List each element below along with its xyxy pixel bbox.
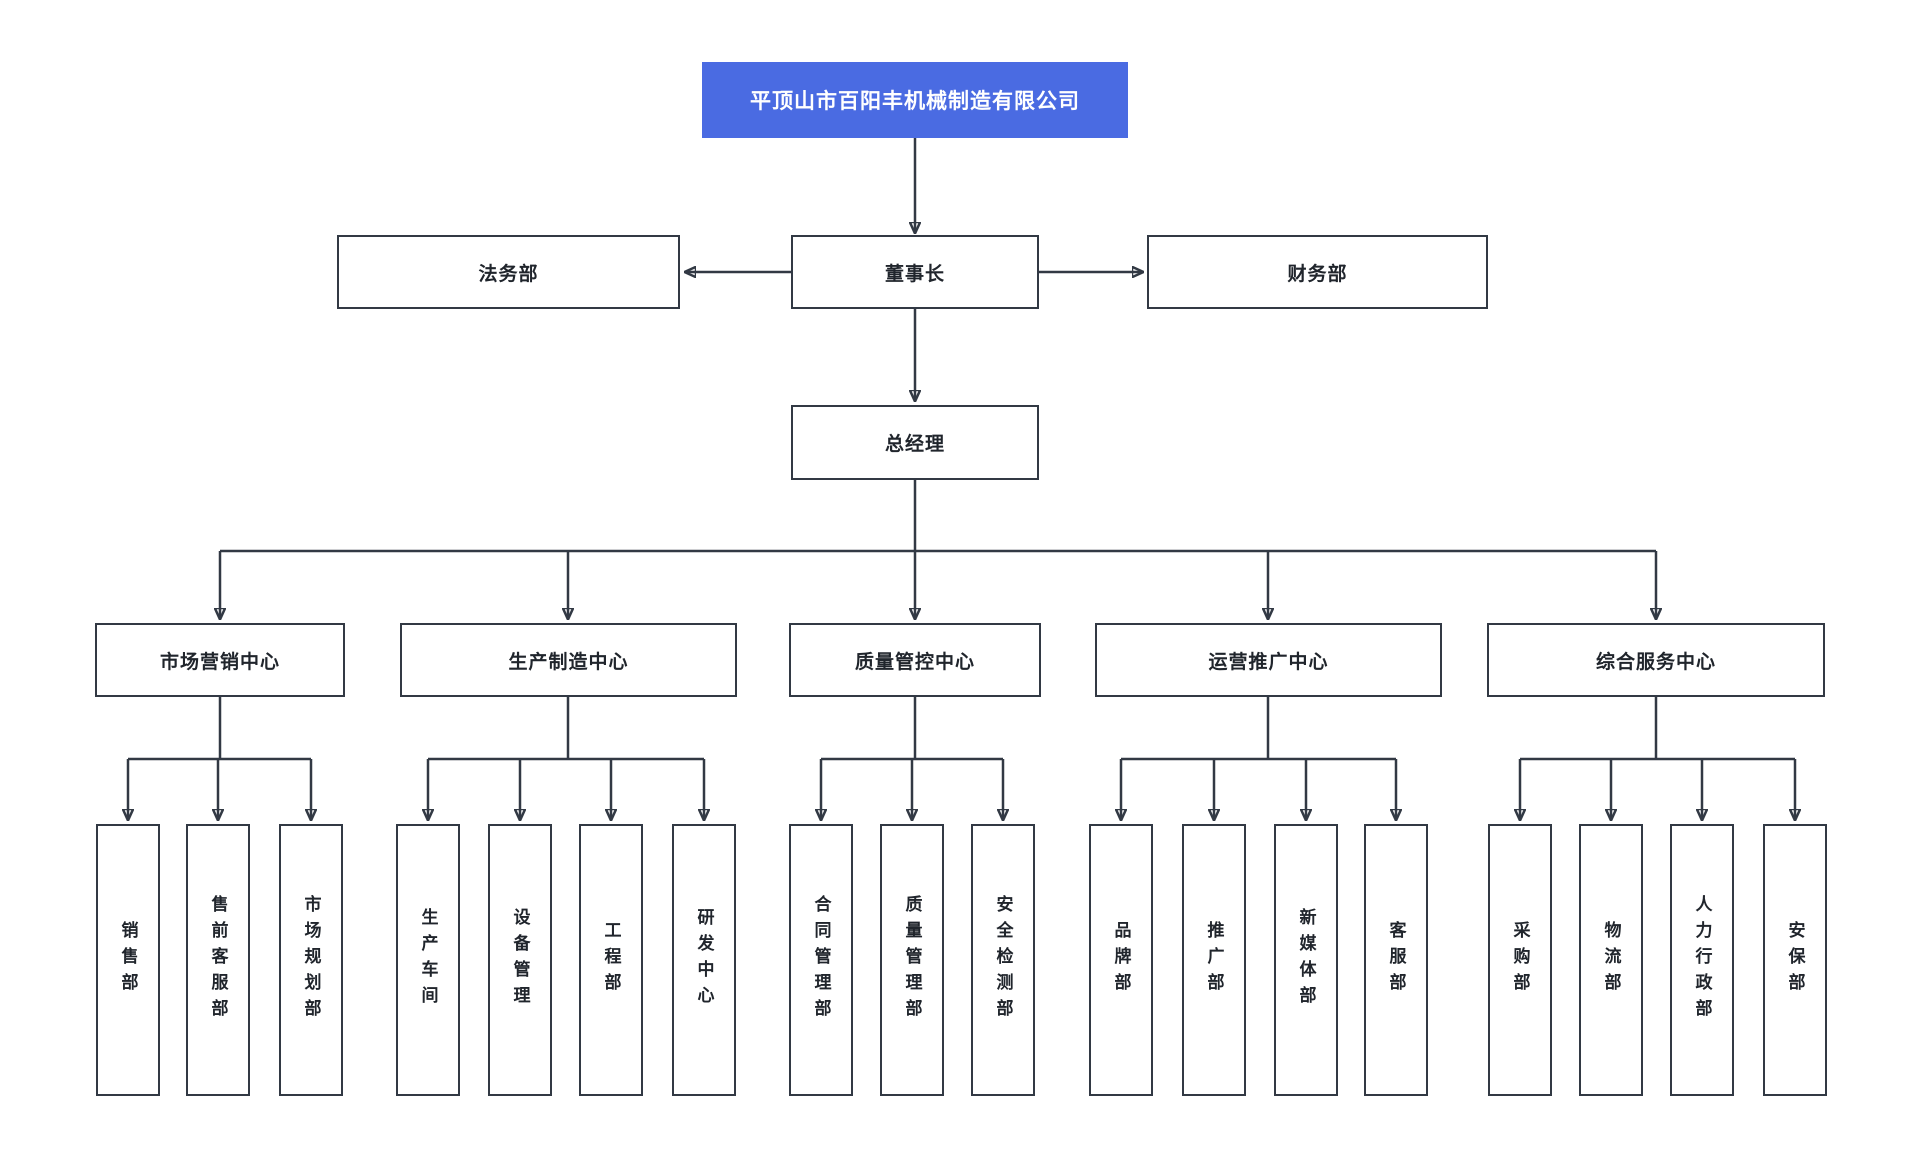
dept-label: 客服部 [1386,921,1406,999]
dept-node-customer-service: 客服部 [1364,824,1428,1096]
dept-label: 市场规划部 [301,895,321,1025]
dept-node-engineering: 工程部 [579,824,643,1096]
node-company: 平顶山市百阳丰机械制造有限公司 [702,62,1128,138]
dept-node-production-workshop: 生产车间 [396,824,460,1096]
center-node-marketing: 市场营销中心 [95,623,345,697]
dept-label: 物流部 [1601,921,1621,999]
dept-label: 销售部 [118,921,138,999]
dept-node-new-media: 新媒体部 [1274,824,1338,1096]
dept-label: 研发中心 [694,908,714,1012]
dept-node-market-planning: 市场规划部 [279,824,343,1096]
dept-label: 新媒体部 [1296,908,1316,1012]
center-node-operations: 运营推广中心 [1095,623,1442,697]
node-finance-dept: 财务部 [1147,235,1488,309]
dept-node-brand: 品牌部 [1089,824,1153,1096]
dept-label: 设备管理 [510,908,530,1012]
dept-label: 人力行政部 [1692,895,1712,1025]
dept-label: 推广部 [1204,921,1224,999]
dept-label: 售前客服部 [208,895,228,1025]
center-node-services: 综合服务中心 [1487,623,1825,697]
center-node-quality: 质量管控中心 [789,623,1041,697]
dept-node-promotion: 推广部 [1182,824,1246,1096]
dept-node-sales: 销售部 [96,824,160,1096]
node-legal-dept: 法务部 [337,235,680,309]
dept-node-procurement: 采购部 [1488,824,1552,1096]
dept-label: 安保部 [1785,921,1805,999]
dept-label: 品牌部 [1111,921,1131,999]
dept-node-hr-admin: 人力行政部 [1670,824,1734,1096]
dept-node-rd-center: 研发中心 [672,824,736,1096]
center-node-production: 生产制造中心 [400,623,737,697]
dept-node-security: 安保部 [1763,824,1827,1096]
dept-node-presales-service: 售前客服部 [186,824,250,1096]
dept-node-logistics: 物流部 [1579,824,1643,1096]
dept-label: 质量管理部 [902,895,922,1025]
dept-node-contract-management: 合同管理部 [789,824,853,1096]
dept-node-equipment-management: 设备管理 [488,824,552,1096]
node-chairman: 董事长 [791,235,1039,309]
dept-node-safety-inspection: 安全检测部 [971,824,1035,1096]
node-general-manager: 总经理 [791,405,1039,480]
dept-label: 安全检测部 [993,895,1013,1025]
dept-node-quality-management: 质量管理部 [880,824,944,1096]
dept-label: 工程部 [601,921,621,999]
dept-label: 合同管理部 [811,895,831,1025]
dept-label: 采购部 [1510,921,1530,999]
dept-label: 生产车间 [418,908,438,1012]
